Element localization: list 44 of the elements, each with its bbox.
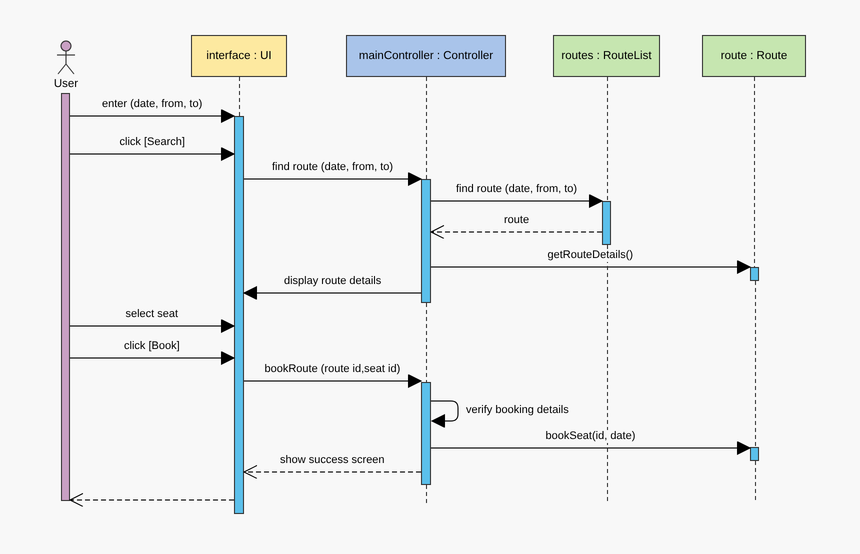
object-box: interface : UI: [191, 35, 287, 77]
message-arrow: [70, 351, 234, 365]
message-arrow: [70, 319, 234, 333]
message-arrow: [244, 172, 422, 186]
message-arrow: [244, 374, 422, 388]
lifeline: [239, 76, 240, 116]
lifeline: [755, 280, 756, 448]
message-arrow: [70, 109, 234, 123]
message-arrow: [430, 194, 602, 208]
lifeline: [607, 76, 608, 202]
message-label: click [Book]: [122, 340, 182, 353]
actor-name: User: [52, 78, 80, 90]
lifeline: [607, 244, 608, 504]
activation-bar: [750, 447, 759, 461]
lifeline: [426, 302, 427, 382]
message-label: click [Search]: [118, 136, 187, 149]
message-arrow: [244, 286, 422, 300]
object-box: routes : RouteList: [553, 35, 660, 77]
message-arrow: [430, 441, 750, 455]
message-arrow: [430, 400, 458, 428]
return-arrow: [430, 225, 602, 239]
object-box: route : Route: [702, 35, 806, 77]
activation-bar: [234, 116, 244, 514]
activation-bar: [602, 201, 611, 245]
message-label: find route (date, from, to): [454, 183, 580, 196]
lifeline: [754, 76, 755, 268]
message-label: enter (date, from, to): [100, 98, 204, 111]
message-label: find route (date, from, to): [270, 161, 396, 174]
return-arrow: [244, 465, 422, 479]
message-arrow: [70, 147, 234, 161]
message-label: getRouteDetails(): [546, 249, 636, 262]
object-box: mainController : Controller: [346, 35, 506, 77]
message-label: bookSeat(id, date): [544, 430, 638, 443]
lifeline: [426, 484, 427, 504]
lifeline: [426, 76, 427, 180]
message-arrow: [430, 260, 750, 274]
message-label: bookRoute (route id,seat id): [262, 363, 402, 376]
message-label: verify booking details: [464, 404, 571, 417]
activation-bar: [421, 179, 431, 303]
return-arrow: [70, 493, 234, 507]
activation-bar: [421, 382, 431, 485]
message-label: display route details: [282, 275, 384, 288]
activation-bar: [61, 93, 70, 501]
activation-bar: [750, 267, 759, 281]
